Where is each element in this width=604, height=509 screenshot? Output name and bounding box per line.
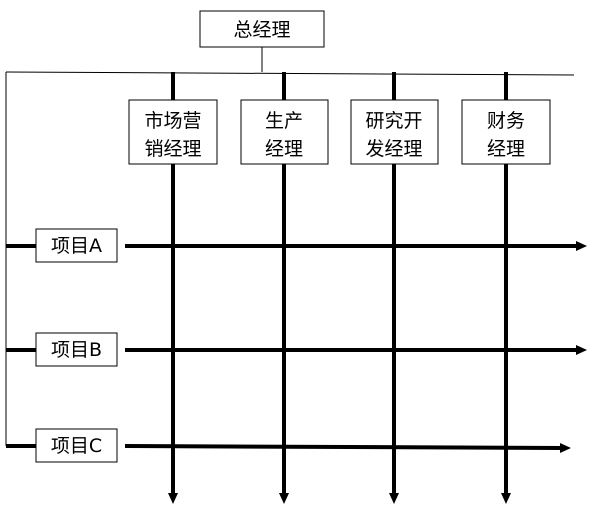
department-label-line2: 经理 — [265, 138, 303, 160]
arrow-down-icon — [501, 493, 511, 504]
department-box — [350, 99, 439, 165]
project-box — [35, 428, 118, 463]
department-node-rnd: 研究开 发经理 — [350, 99, 439, 165]
project-label: 项目C — [51, 435, 102, 457]
project-label: 项目B — [51, 339, 102, 361]
arrow-down-icon — [389, 493, 399, 504]
top-bus-line — [5, 71, 575, 76]
department-label-line2: 发经理 — [365, 138, 422, 160]
department-node-marketing: 市场营 销经理 — [128, 99, 218, 165]
department-label-line1: 市场营 — [144, 110, 201, 132]
ceo-label: 总经理 — [233, 19, 290, 41]
project-box — [35, 332, 118, 367]
project-nodes: 项目A 项目B 项目C — [35, 228, 118, 463]
project-lines — [6, 241, 587, 453]
ceo-box — [199, 10, 325, 48]
department-box — [461, 99, 551, 165]
department-label-line2: 经理 — [487, 138, 525, 160]
arrow-right-icon — [560, 443, 571, 453]
ceo-node: 总经理 — [199, 10, 325, 48]
project-node-a: 项目A — [35, 228, 118, 263]
department-box — [240, 99, 329, 165]
department-label-line1: 财务 — [487, 110, 525, 132]
department-label-line1: 生产 — [265, 110, 303, 132]
department-node-production: 生产 经理 — [240, 99, 329, 165]
arrow-down-icon — [168, 493, 178, 504]
project-node-c: 项目C — [35, 428, 118, 463]
project-line-b — [6, 345, 587, 355]
project-line-a — [6, 241, 587, 251]
arrow-right-icon — [576, 345, 587, 355]
department-lines — [168, 72, 511, 504]
arrow-right-icon — [576, 241, 587, 251]
department-nodes: 市场营 销经理 生产 经理 研究开 发经理 财务 经理 — [128, 99, 551, 165]
arrow-down-icon — [279, 493, 289, 504]
department-box — [128, 99, 218, 165]
department-label-line2: 销经理 — [144, 138, 201, 160]
project-line-shaft — [124, 444, 563, 450]
department-label-line1: 研究开 — [365, 110, 422, 132]
department-node-finance: 财务 经理 — [461, 99, 551, 165]
project-line-c — [6, 443, 571, 453]
project-box — [35, 228, 118, 263]
project-node-b: 项目B — [35, 332, 118, 367]
project-label: 项目A — [51, 235, 102, 257]
